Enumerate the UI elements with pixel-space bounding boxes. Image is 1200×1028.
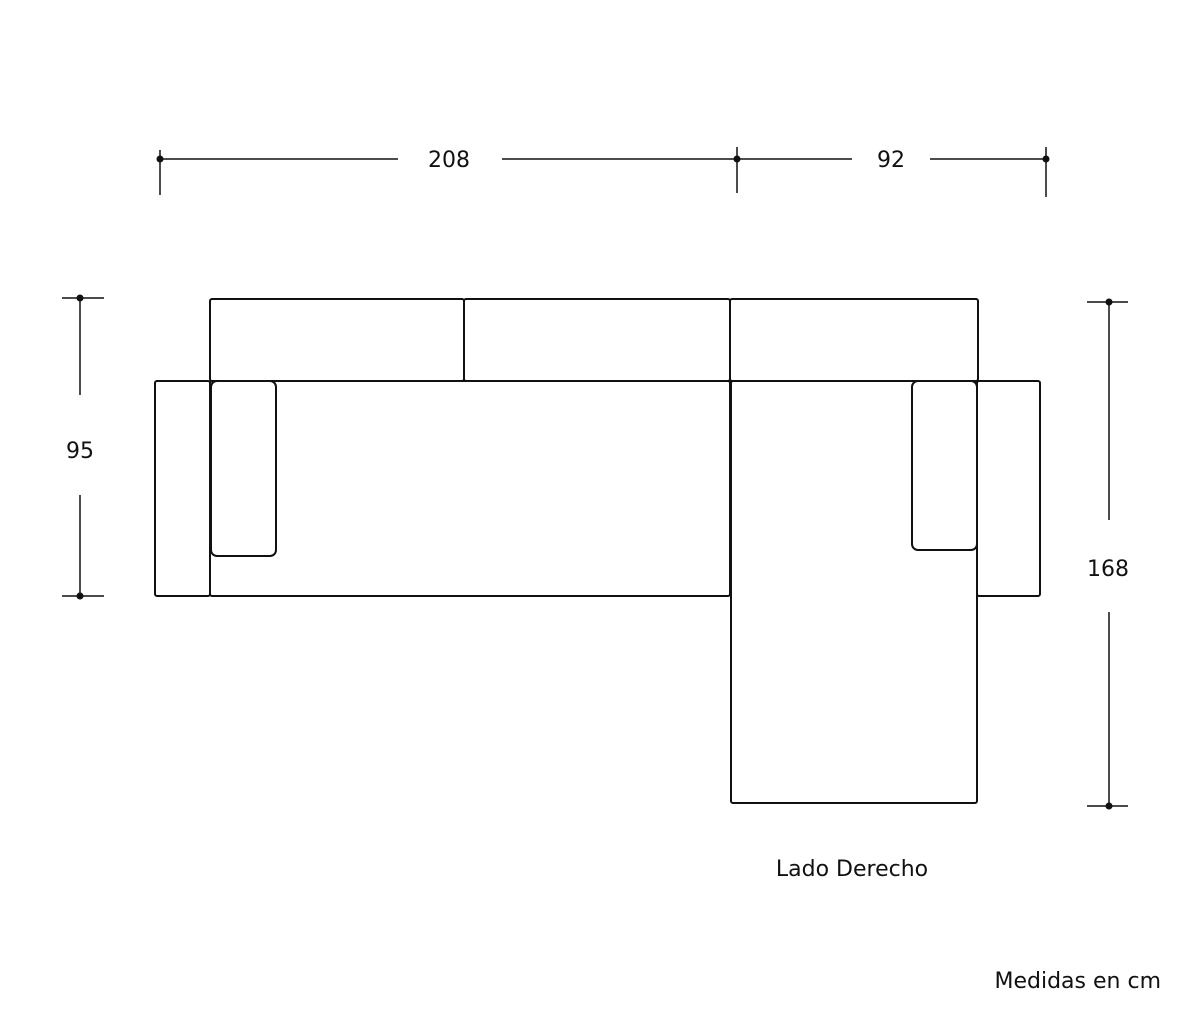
width-main-label: 208 xyxy=(428,148,470,173)
back-cushion-1 xyxy=(209,298,465,382)
side-label: Lado Derecho xyxy=(776,857,928,882)
back-cushion-3 xyxy=(729,298,979,382)
right-dimension-lines xyxy=(1087,298,1128,810)
left-armrest xyxy=(154,380,211,597)
back-cushion-2 xyxy=(463,298,731,382)
left-dimension-lines xyxy=(62,294,104,600)
right-pillow xyxy=(911,380,978,551)
width-chaise-label: 92 xyxy=(877,148,905,173)
depth-chaise-label: 168 xyxy=(1087,557,1129,582)
left-pillow xyxy=(210,380,277,557)
units-label: Medidas en cm xyxy=(995,969,1162,994)
main-seat xyxy=(209,380,731,597)
depth-main-label: 95 xyxy=(66,439,94,464)
sofa-outline xyxy=(154,298,1041,804)
top-dimension-lines xyxy=(156,147,1050,197)
right-armrest xyxy=(976,380,1041,597)
